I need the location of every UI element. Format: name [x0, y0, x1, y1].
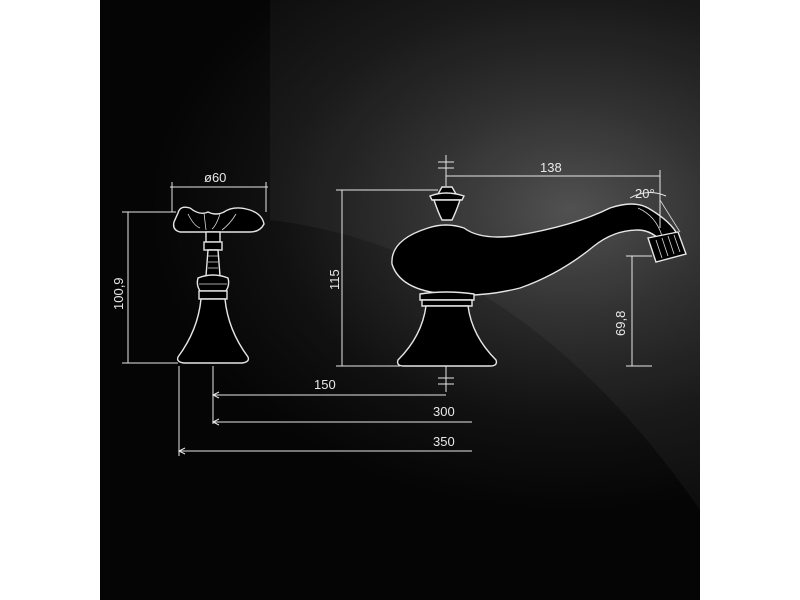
- spout-reach-label: 138: [540, 160, 562, 175]
- spout-height-label: 115: [327, 269, 342, 290]
- spout-reach-dimension: 138: [446, 160, 661, 228]
- faucet-technical-drawing: ø60 100,9: [111, 0, 700, 510]
- spacing-300-label: 300: [433, 404, 455, 419]
- outlet-height-label: 69,8: [613, 311, 628, 336]
- handle-height-label: 100,9: [111, 277, 126, 310]
- spout-angle-dimension: 20°: [629, 186, 681, 233]
- handle-height-dimension: 100,9: [111, 211, 178, 364]
- spout-height-dimension: 115: [327, 189, 438, 367]
- cross-handle-valve: [172, 206, 265, 364]
- handle-diameter-label: ø60: [204, 170, 226, 185]
- spacing-dimensions: 150 300 350: [177, 366, 472, 456]
- spout-angle-label: 20°: [635, 186, 655, 201]
- drawing-panel: ø60 100,9: [100, 0, 700, 600]
- handle-diameter-dimension: ø60: [170, 170, 268, 212]
- spacing-350-label: 350: [433, 434, 455, 449]
- spout-centerline: [438, 155, 454, 392]
- spout-body: [391, 186, 687, 367]
- spacing-150-label: 150: [314, 377, 336, 392]
- outlet-height-dimension: 69,8: [613, 255, 652, 367]
